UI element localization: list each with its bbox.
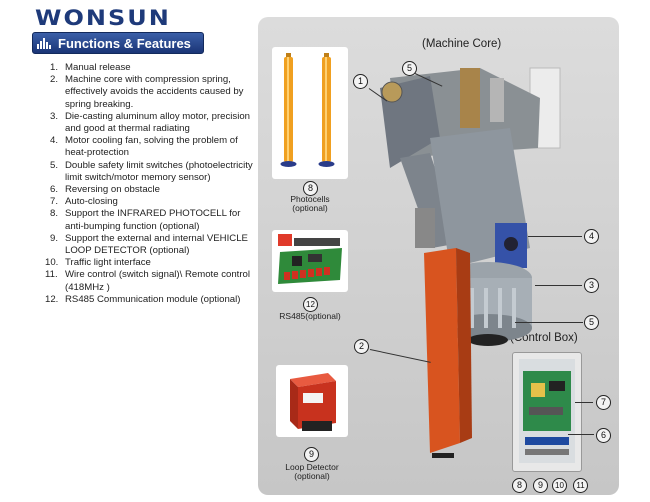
- callout-marker: 8: [512, 478, 527, 493]
- loop-detector-card: [276, 365, 348, 437]
- feature-item: 2.Machine core with compression spring, …: [50, 74, 244, 110]
- callout-manual-release: 1: [353, 74, 368, 89]
- photocells-card: [272, 47, 348, 179]
- callout-limit-switch: 5: [402, 61, 417, 76]
- brand-logo: WONSUN: [35, 5, 171, 31]
- photocells-caption: Photocells (optional): [290, 194, 330, 213]
- photocells-image: [280, 53, 335, 167]
- loop-detector-image: [290, 373, 336, 431]
- control-box-card: [512, 352, 582, 472]
- banner-title: Functions & Features: [58, 35, 191, 51]
- callout-motor: 3: [584, 278, 599, 293]
- callout-line: [528, 236, 582, 237]
- feature-item: 5.Double safety limit switches (photoele…: [50, 159, 253, 183]
- feature-item: 4.Motor cooling fan, solving the problem…: [50, 135, 238, 159]
- machine-core-label: (Machine Core): [422, 38, 502, 50]
- feature-item: 1.Manual release: [50, 62, 131, 73]
- callout-line: [515, 322, 583, 323]
- callout-line: [568, 434, 594, 435]
- callout-line: [575, 402, 593, 403]
- rs485-caption: RS485(optional): [279, 311, 341, 321]
- callout-reversing: 6: [596, 428, 611, 443]
- loop-detector-caption: Loop Detector (optional): [285, 462, 339, 481]
- callout-aluminum-housing: 2: [354, 339, 369, 354]
- control-board-image: [519, 359, 575, 463]
- callout-line: [535, 285, 582, 286]
- callout-marker: 8: [303, 181, 318, 196]
- machine-core-image: [380, 67, 561, 458]
- callout-marker: 9: [533, 478, 548, 493]
- control-box-label: (Control Box): [510, 332, 578, 344]
- callout-limit-switch-2: 5: [584, 315, 599, 330]
- feature-item: 9.Support the external and internal VEHI…: [50, 232, 248, 257]
- functions-features-banner: Functions & Features: [32, 32, 204, 54]
- callout-marker: 11: [573, 478, 588, 493]
- photocell-post: [280, 53, 297, 167]
- feature-item: 10.Traffic light interface: [45, 257, 151, 269]
- callout-auto-closing: 7: [596, 395, 611, 410]
- callout-cooling-fan: 4: [584, 229, 599, 244]
- features-list: 1.Manual release 2.Machine core with com…: [34, 62, 256, 306]
- feature-item: 7.Auto-closing: [50, 196, 118, 208]
- feature-item: 3.Die-casting aluminum alloy motor, prec…: [50, 110, 251, 135]
- callout-marker: 9: [304, 447, 319, 462]
- feature-item: 11.Wire control (switch signal)\ Remote …: [45, 269, 251, 293]
- callout-marker: 12: [303, 297, 318, 312]
- photocell-post: [318, 53, 335, 167]
- rs485-module-image: [278, 234, 342, 284]
- feature-item: 12.RS485 Communication module (optional): [45, 293, 241, 305]
- feature-item: 8.Support the INFRARED PHOTOCELL for ant…: [50, 208, 241, 232]
- rs485-card: [272, 230, 348, 292]
- feature-item: 6.Reversing on obstacle: [50, 184, 160, 196]
- bar-chart-icon: [37, 36, 53, 50]
- callout-marker: 10: [552, 478, 567, 493]
